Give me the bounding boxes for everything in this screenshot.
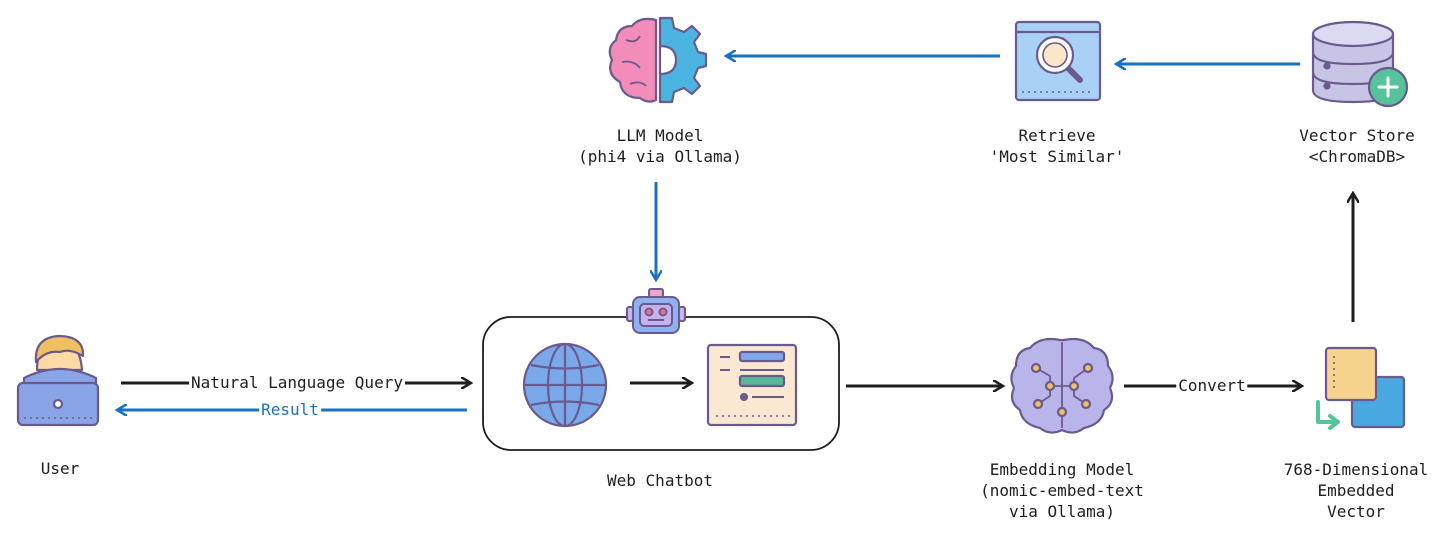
user-laptop-icon (16, 334, 100, 427)
web-chatbot-label-text: Web Chatbot (607, 471, 713, 490)
edge-label-convert: Convert (1176, 376, 1248, 396)
globe-icon (522, 342, 608, 428)
retrieve-label: Retrieve 'Most Similar' (990, 125, 1125, 167)
magnifier-window-icon (1014, 20, 1102, 102)
llm-model-label: LLM Model (phi4 via Ollama) (578, 125, 742, 167)
vector-store-line2: <ChromaDB> (1308, 147, 1406, 166)
database-add-icon (1311, 20, 1409, 108)
embedding-model-line2: (nomic-embed-text (980, 481, 1144, 500)
user-label-text: User (40, 459, 80, 478)
retrieve-line1: Retrieve (1018, 126, 1096, 145)
embedding-model-line1: Embedding Model (989, 460, 1135, 479)
neural-brain-icon (1010, 337, 1114, 434)
embedded-vector-line1: 768-Dimensional (1283, 460, 1429, 479)
embedding-model-line3: via Ollama) (1009, 502, 1115, 521)
vector-store-label: Vector Store <ChromaDB> (1299, 125, 1415, 167)
brain-gear-icon (608, 16, 708, 104)
llm-model-line1: LLM Model (616, 126, 704, 145)
embedded-vector-line2: Embedded (1317, 481, 1395, 500)
web-chatbot-label: Web Chatbot (607, 470, 713, 491)
document-form-icon (706, 343, 798, 427)
user-label: User (41, 458, 80, 479)
embedding-model-label: Embedding Model (nomic-embed-text via Ol… (980, 459, 1144, 522)
robot-icon (626, 288, 686, 334)
convert-squares-icon (1316, 346, 1406, 430)
edge-label-query: Natural Language Query (189, 373, 405, 393)
embedded-vector-label: 768-Dimensional Embedded Vector (1284, 459, 1429, 522)
embedded-vector-line3: Vector (1327, 502, 1385, 521)
llm-model-line2: (phi4 via Ollama) (578, 147, 742, 166)
edge-label-result: Result (259, 400, 321, 420)
vector-store-line1: Vector Store (1299, 126, 1415, 145)
retrieve-line2: 'Most Similar' (989, 147, 1125, 166)
